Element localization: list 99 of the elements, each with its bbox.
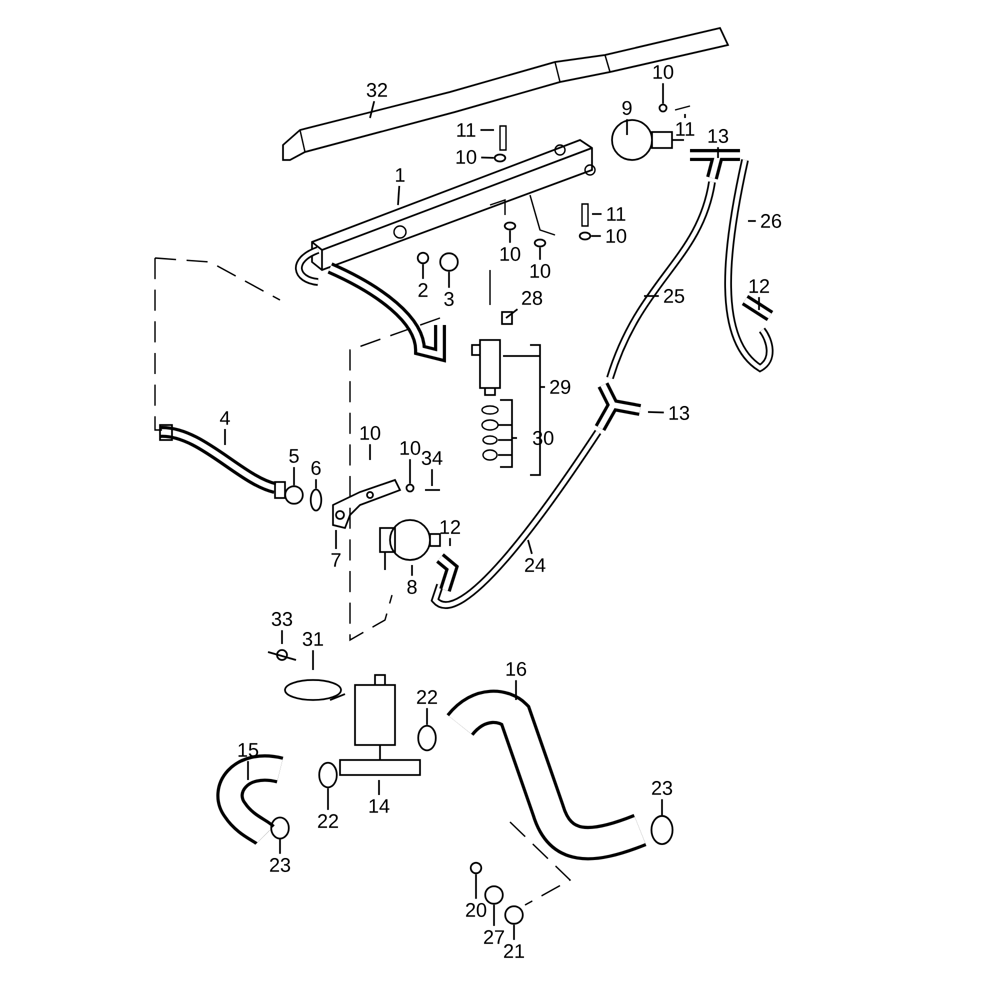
- callout-number: 24: [525, 558, 546, 572]
- hose-clamp: [318, 762, 338, 788]
- callout-number: 10: [606, 229, 626, 243]
- callout-number: 6: [312, 461, 321, 475]
- washer: [310, 488, 322, 512]
- leader-line: [426, 708, 428, 725]
- leader-line: [281, 630, 283, 644]
- hose-clamp: [484, 885, 504, 905]
- washer: [534, 238, 546, 248]
- leader-line: [431, 469, 433, 486]
- leader-line: [378, 780, 380, 795]
- leader-line: [626, 119, 628, 135]
- leader-line: [422, 264, 424, 279]
- leader-line: [684, 114, 686, 118]
- callout-number: 16: [506, 662, 526, 676]
- callout-number: 22: [417, 690, 437, 704]
- leader-line: [312, 650, 314, 670]
- leader-line: [515, 680, 517, 700]
- leader-line: [224, 429, 226, 445]
- washer: [578, 232, 592, 240]
- leader-line: [448, 272, 450, 288]
- callout-number: 32: [366, 83, 387, 97]
- leader-line: [315, 479, 317, 489]
- callout-number: 26: [761, 214, 782, 228]
- callout-number: 25: [664, 289, 684, 303]
- ball: [416, 252, 430, 264]
- hose-clamp: [417, 724, 437, 752]
- callout-number: 12: [440, 520, 460, 534]
- leader-line: [397, 186, 400, 206]
- callout-number: 14: [370, 799, 390, 813]
- callout-number: 27: [484, 930, 504, 944]
- callout-number: 23: [652, 781, 672, 795]
- callout-number: 10: [530, 264, 550, 278]
- callout-number: 8: [407, 580, 417, 594]
- callout-number: 1: [396, 168, 404, 182]
- leader-line: [717, 147, 719, 158]
- callout-number: 21: [504, 944, 524, 958]
- callout-number: 10: [456, 150, 476, 164]
- leader-line: [369, 444, 371, 460]
- leader-line: [644, 295, 659, 297]
- callout-number: 9: [622, 101, 632, 115]
- callout-number: 20: [466, 903, 486, 917]
- leader-line: [247, 761, 249, 780]
- callout-number: 29: [550, 380, 570, 394]
- leader-line: [449, 538, 451, 546]
- leader-line: [662, 83, 664, 104]
- leader-line: [369, 100, 376, 118]
- leader-line: [481, 156, 494, 159]
- leader-line: [509, 230, 511, 243]
- callout-number: 10: [500, 247, 520, 261]
- nut: [284, 485, 304, 505]
- leader-line: [335, 530, 337, 549]
- leader-line: [648, 411, 664, 414]
- callout-number: 5: [289, 449, 299, 463]
- leader-line: [493, 904, 495, 926]
- hose-clamp: [650, 815, 674, 845]
- leader-line: [475, 874, 477, 899]
- callout-number: 13: [670, 406, 690, 420]
- callout-number: 3: [444, 292, 454, 306]
- callout-number: 10: [654, 65, 674, 79]
- leader-line: [539, 247, 541, 260]
- callout-number: 12: [750, 279, 769, 293]
- leader-line: [279, 839, 281, 854]
- callout-number: 7: [332, 553, 340, 567]
- leader-line: [293, 467, 295, 486]
- callout-number: 31: [302, 632, 323, 646]
- callout-number: 11: [607, 207, 626, 221]
- leader-line: [527, 540, 533, 554]
- callout-number: 22: [318, 814, 338, 828]
- leader-line: [758, 297, 760, 310]
- washer: [504, 222, 516, 230]
- leader-line: [505, 308, 518, 319]
- callout-number: 11: [457, 123, 476, 137]
- nut: [439, 252, 459, 272]
- callout-number: 28: [522, 291, 542, 305]
- leader-line: [480, 129, 494, 131]
- cap: [470, 862, 482, 874]
- leader-line: [411, 565, 413, 576]
- leader-line: [327, 788, 329, 810]
- leader-line: [409, 459, 411, 484]
- callout-number: 10: [400, 441, 420, 455]
- callout-number: 13: [708, 129, 728, 143]
- leader-line: [592, 213, 602, 215]
- leader-line: [513, 924, 515, 940]
- callout-number: 34: [422, 451, 442, 465]
- callout-number: 23: [270, 858, 290, 872]
- washer: [494, 154, 506, 162]
- callout-number: 33: [272, 612, 292, 626]
- callout-number: 11: [676, 122, 694, 136]
- hose-clamp: [270, 816, 290, 840]
- callout-number: 10: [360, 426, 380, 440]
- callout-number: 4: [220, 411, 230, 425]
- washer: [406, 484, 414, 492]
- leader-line: [661, 799, 663, 816]
- leader-line: [748, 220, 756, 222]
- washer: [658, 104, 668, 112]
- hose-clamp: [504, 905, 524, 925]
- leader-line: [591, 235, 601, 237]
- callout-number: 2: [418, 283, 428, 297]
